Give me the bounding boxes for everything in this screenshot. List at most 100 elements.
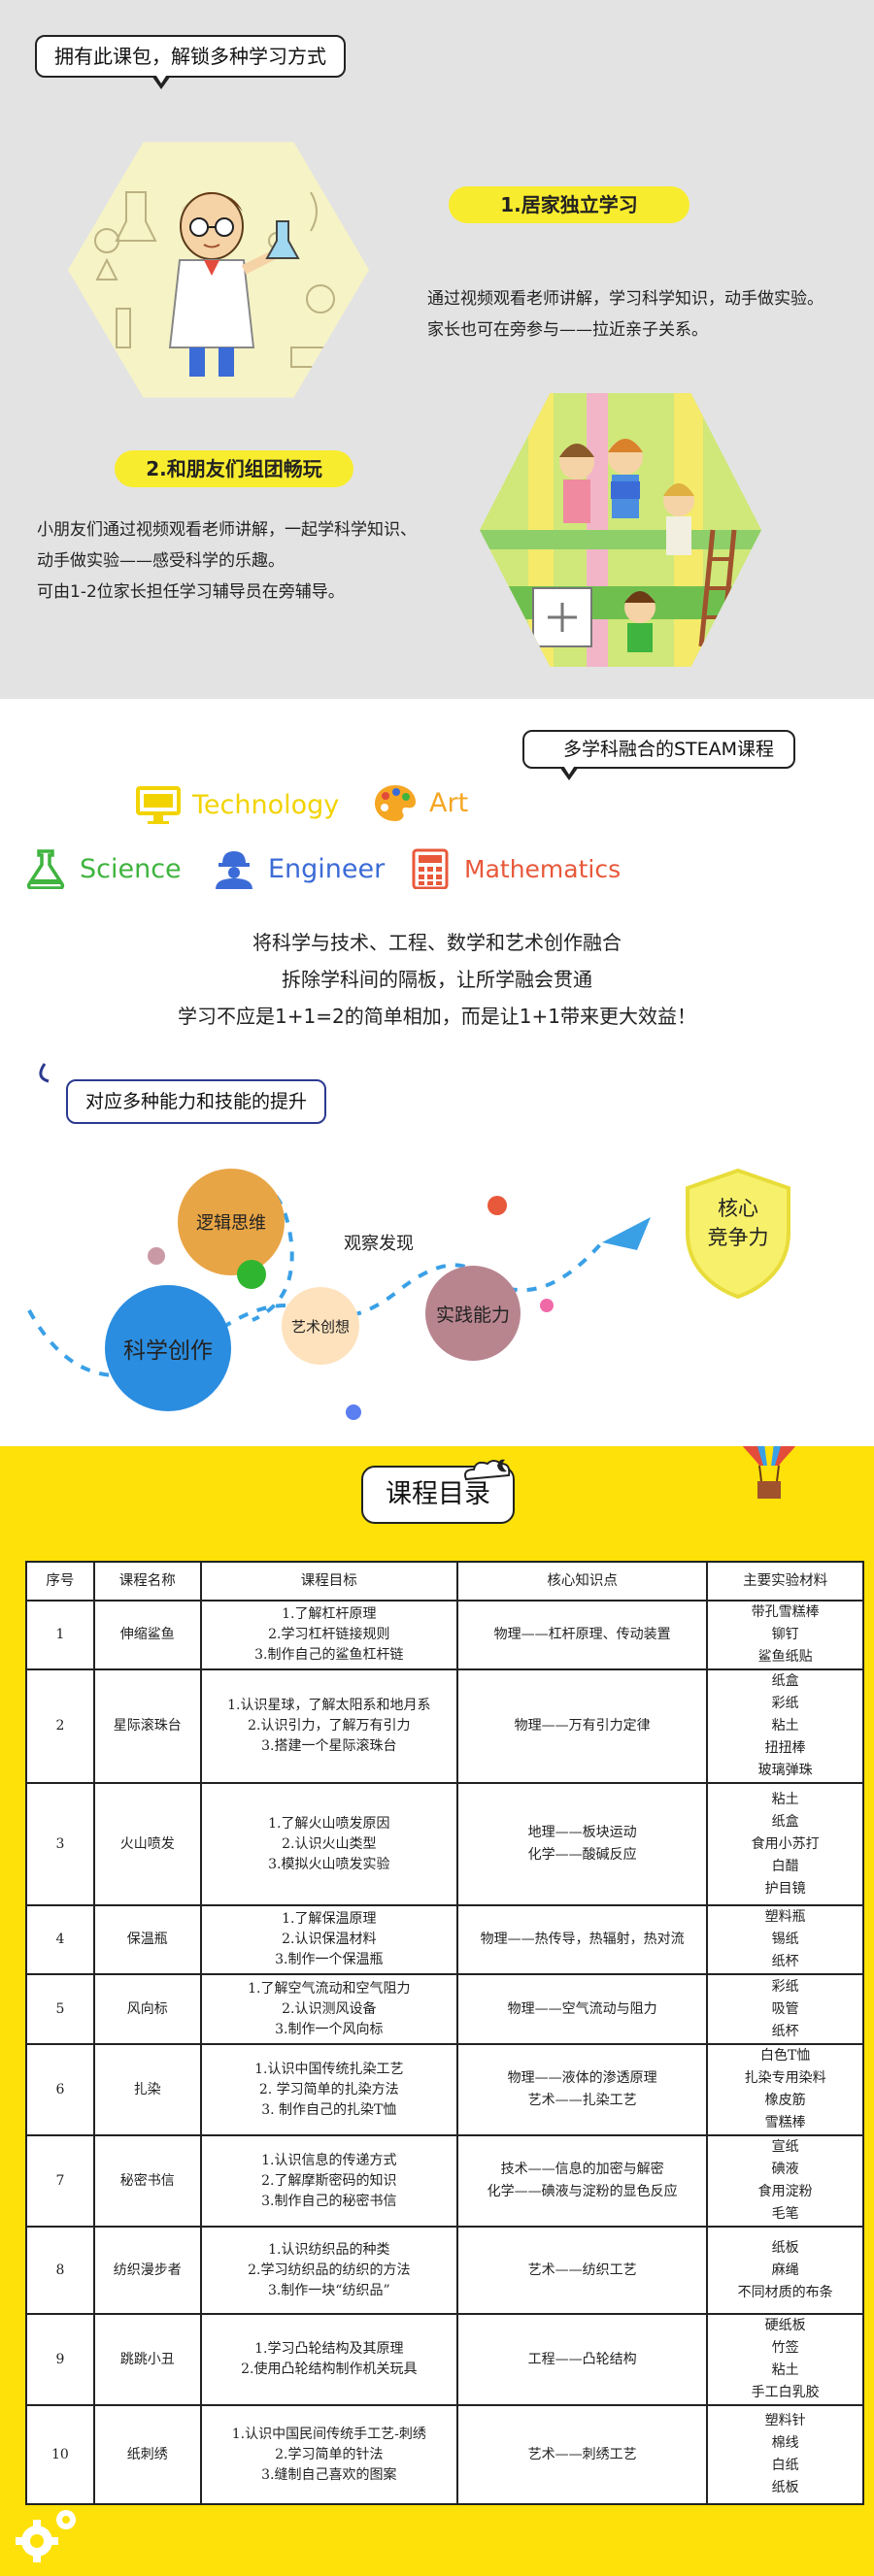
modes-header-tag: 拥有此课包，解锁多种学习方式 bbox=[35, 35, 346, 89]
course-goals-line: 2.了解摩斯密码的知识 bbox=[261, 2172, 397, 2189]
course-materials: 硬纸板竹签粘土手工白乳胶 bbox=[706, 2313, 864, 2406]
course-materials-line: 麻绳 bbox=[771, 2262, 799, 2278]
course-name: 风向标 bbox=[92, 1973, 202, 2045]
course-goals-line: 3.搭建一个星际滚珠台 bbox=[261, 1738, 397, 1754]
header-cell: 课程目标 bbox=[199, 1561, 458, 1602]
course-name: 纸刺绣 bbox=[92, 2404, 202, 2505]
flask-icon bbox=[26, 849, 65, 889]
course-materials-line: 纸杯 bbox=[771, 1954, 799, 1969]
course-knowledge-line: 艺术——扎染工艺 bbox=[527, 2093, 637, 2108]
subject-label: Mathematics bbox=[464, 854, 622, 883]
course-number: 8 bbox=[25, 2226, 95, 2315]
course-goals-line: 2.学习简单的针法 bbox=[275, 2446, 384, 2462]
course-goals-line: 3.制作一个风向标 bbox=[275, 2021, 384, 2037]
course-materials-line: 纸杯 bbox=[771, 2023, 799, 2039]
bubble-label: 实践能力 bbox=[435, 1304, 510, 1326]
deco-dot bbox=[346, 1404, 361, 1420]
course-name: 星际滚珠台 bbox=[92, 1668, 202, 1784]
course-knowledge-line: 艺术——刺绣工艺 bbox=[527, 2446, 637, 2462]
course-materials: 彩纸吸管纸杯 bbox=[706, 1973, 864, 2045]
course-goals-line: 3.制作一个保温瓶 bbox=[275, 1952, 384, 1967]
course-goals-line: 1.认识中国传统扎染工艺 bbox=[254, 2061, 404, 2077]
course-materials-line: 彩纸 bbox=[771, 1978, 799, 1995]
gear-icon bbox=[16, 2510, 76, 2562]
course-knowledge: 工程——凸轮结构 bbox=[455, 2313, 709, 2406]
bubble-label: 科学创作 bbox=[123, 1338, 213, 1364]
subject-art: Art bbox=[373, 782, 468, 823]
course-name: 保温瓶 bbox=[92, 1904, 202, 1975]
course-goals-line: 3.制作一块“纺织品” bbox=[267, 2282, 390, 2298]
mode1-title: 1.居家独立学习 bbox=[449, 186, 689, 223]
course-goals-line: 1.认识中国民间传统手工艺-刺绣 bbox=[231, 2426, 426, 2442]
course-goals-line: 2.学习杠杆链接规则 bbox=[268, 1627, 390, 1642]
bubble-logic: 逻辑思维 bbox=[178, 1169, 285, 1275]
bubble-science-creation: 科学创作 bbox=[105, 1285, 231, 1411]
course-materials-line: 纸盒 bbox=[771, 1813, 799, 1830]
course-goals-line: 1.了解杠杆原理 bbox=[282, 1606, 377, 1622]
bubble-practice: 实践能力 bbox=[425, 1266, 521, 1361]
course-goals-line: 3.制作自己的秘密书信 bbox=[261, 2193, 397, 2209]
course-materials-line: 白醋 bbox=[771, 1858, 799, 1874]
course-knowledge: 艺术——刺绣工艺 bbox=[455, 2404, 709, 2505]
steam-line: 拆除学科间的隔板，让所学融会贯通 bbox=[282, 968, 592, 991]
course-materials-line: 食用小苏打 bbox=[751, 1835, 820, 1852]
palette-icon bbox=[375, 785, 416, 821]
course-materials-line: 手工白乳胶 bbox=[751, 2385, 820, 2400]
course-number: 3 bbox=[25, 1782, 95, 1906]
course-knowledge-line: 物理——杠杆原理、传动装置 bbox=[493, 1627, 671, 1642]
course-materials-line: 粘土 bbox=[771, 2362, 799, 2378]
calculator-icon bbox=[412, 848, 449, 889]
course-knowledge-line: 技术——信息的加密与解密 bbox=[500, 2162, 664, 2177]
course-knowledge-line: 物理——空气流动与阻力 bbox=[507, 2000, 657, 2017]
course-materials-line: 塑料瓶 bbox=[764, 1909, 806, 1925]
scientist-illustration bbox=[68, 142, 369, 398]
header-cell: 序号 bbox=[25, 1561, 95, 1602]
course-knowledge: 技术——信息的加密与解密化学——碘液与淀粉的显色反应 bbox=[455, 2134, 709, 2228]
course-materials-line: 纸板 bbox=[771, 2239, 799, 2256]
course-number: 1 bbox=[25, 1600, 95, 1670]
course-goals-line: 1.认识信息的传递方式 bbox=[261, 2152, 397, 2168]
course-materials-line: 雪糕棒 bbox=[764, 2115, 806, 2130]
course-knowledge: 物理——空气流动与阻力 bbox=[455, 1973, 709, 2045]
course-materials-line: 宣纸 bbox=[771, 2139, 799, 2155]
course-materials-line: 棉线 bbox=[771, 2435, 799, 2451]
course-materials-line: 毛笔 bbox=[771, 2206, 799, 2222]
course-knowledge-line: 地理——板块运动 bbox=[527, 1825, 637, 1840]
course-knowledge: 地理——板块运动化学——酸碱反应 bbox=[455, 1782, 709, 1906]
course-materials-line: 彩纸 bbox=[771, 1696, 799, 1711]
deco-dot bbox=[237, 1260, 266, 1289]
course-knowledge: 艺术——纺织工艺 bbox=[455, 2226, 709, 2315]
course-materials-line: 带孔雪糕棒 bbox=[751, 1604, 820, 1620]
course-goals-line: 2.认识引力，了解万有引力 bbox=[248, 1718, 411, 1734]
catalog-title: 课程目录 bbox=[361, 1466, 515, 1524]
header-cell: 主要实验材料 bbox=[706, 1561, 864, 1602]
course-number: 5 bbox=[25, 1973, 95, 2045]
abilities-header-text: 对应多种能力和技能的提升 bbox=[85, 1091, 308, 1112]
steam-line: 将科学与技术、工程、数学和艺术创作融合 bbox=[252, 931, 622, 954]
course-knowledge-line: 物理——液体的渗透原理 bbox=[507, 2070, 657, 2086]
header-cell: 核心知识点 bbox=[455, 1561, 709, 1602]
course-number: 2 bbox=[25, 1668, 95, 1784]
course-materials-line: 玻璃弹珠 bbox=[757, 1763, 813, 1778]
course-knowledge-line: 化学——碘液与淀粉的显色反应 bbox=[487, 2184, 678, 2199]
mode1-description: 通过视频观看老师讲解，学习科学知识，动手做实验。 家长也可在旁参与——拉近亲子关… bbox=[427, 283, 824, 346]
course-materials-line: 塑料针 bbox=[764, 2413, 806, 2428]
course-materials-line: 粘土 bbox=[771, 1791, 799, 1807]
course-goals-line: 2.认识保温材料 bbox=[282, 1932, 377, 1947]
course-number: 4 bbox=[25, 1904, 95, 1975]
course-goals-line: 2.使用凸轮结构制作机关玩具 bbox=[241, 2361, 418, 2377]
course-goals-line: 3.制作自己的鲨鱼杠杆链 bbox=[254, 1647, 404, 1663]
course-goals-line: 2.认识测风设备 bbox=[282, 2000, 377, 2017]
steam-header-text: 多学科融合的STEAM课程 bbox=[563, 739, 775, 760]
course-materials: 纸板麻绳不同材质的布条 bbox=[706, 2226, 864, 2315]
learning-modes-section: 拥有此课包，解锁多种学习方式 1.居家独立学习 通过视频观看老师讲解，学习科学知… bbox=[0, 0, 874, 699]
